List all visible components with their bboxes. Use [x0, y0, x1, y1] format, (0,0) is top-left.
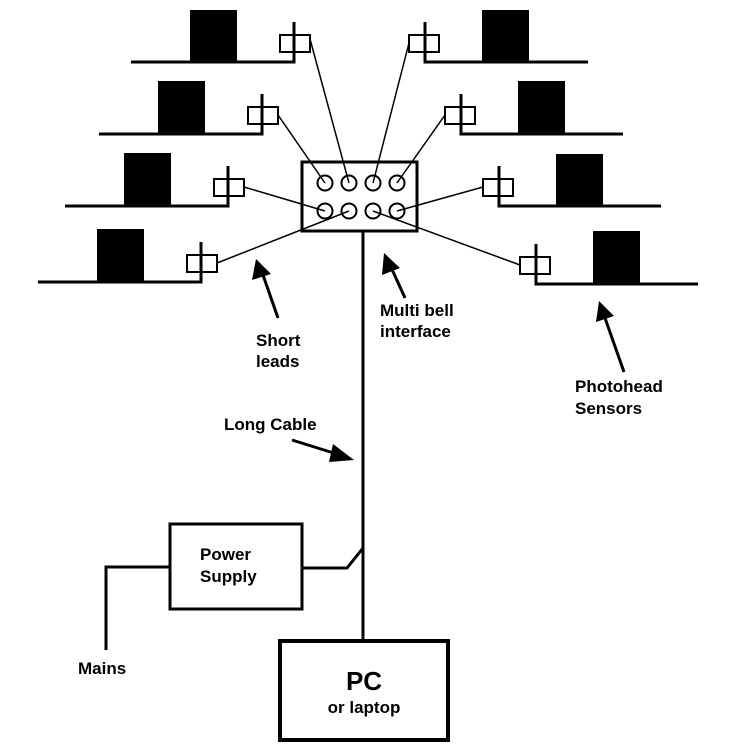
bell-right-4 [519, 231, 698, 286]
bell-block [124, 153, 171, 206]
long-cable-label: Long Cable [224, 415, 317, 434]
bell-right-3 [482, 154, 661, 208]
short-lead [216, 210, 350, 264]
bell-left-1 [131, 10, 311, 64]
bell-block [190, 10, 237, 62]
interface-port [388, 202, 406, 220]
interface-port [316, 202, 334, 220]
bell-block [518, 81, 565, 134]
interface-port [340, 202, 358, 220]
photohead-label-1: Photohead [575, 377, 663, 396]
bell-left-2 [99, 81, 279, 136]
bell-block [593, 231, 640, 284]
short-lead [372, 42, 410, 184]
photohead-sensor [519, 256, 551, 275]
short-leads-group [216, 38, 521, 266]
arrow-multi-bell [382, 253, 407, 299]
power-lead [302, 547, 365, 570]
bell-block [158, 81, 205, 134]
bells-group [38, 10, 698, 286]
mains-lead [104, 565, 170, 650]
multi-bell-label-1: Multi bell [380, 301, 454, 320]
interface-port [316, 174, 334, 192]
bell-right-1 [408, 10, 588, 64]
short-lead [277, 114, 326, 184]
pc-label: PC [346, 666, 382, 696]
interface-port [364, 202, 382, 220]
photohead-sensor [186, 254, 218, 273]
bell-left-3 [65, 153, 245, 208]
power-supply-label-1: Power [200, 545, 251, 564]
arrow-short-leads [252, 259, 280, 319]
bell-block [482, 10, 529, 62]
pc-box [278, 639, 450, 742]
interface-port [388, 174, 406, 192]
photohead-sensor [279, 34, 311, 53]
interface-port [364, 174, 382, 192]
photohead-label-2: Sensors [575, 399, 642, 418]
short-lead [309, 38, 350, 184]
arrow-long-cable [291, 438, 354, 462]
short-leads-label-2: leads [256, 352, 299, 371]
multi-bell-interface [300, 160, 419, 233]
arrow-photohead [596, 301, 626, 373]
bell-block [97, 229, 144, 282]
pc-sub-label: or laptop [328, 698, 401, 717]
multi-bell-label-2: interface [380, 322, 451, 341]
bell-left-4 [38, 229, 218, 284]
mains-label: Mains [78, 659, 126, 678]
interface-port [340, 174, 358, 192]
short-lead [396, 186, 484, 212]
short-leads-label-1: Short [256, 331, 301, 350]
short-lead [396, 114, 446, 184]
power-supply-label-2: Supply [200, 567, 257, 586]
short-lead [243, 186, 326, 212]
bell-block [556, 154, 603, 206]
short-lead [372, 210, 521, 266]
bell-right-2 [444, 81, 623, 136]
